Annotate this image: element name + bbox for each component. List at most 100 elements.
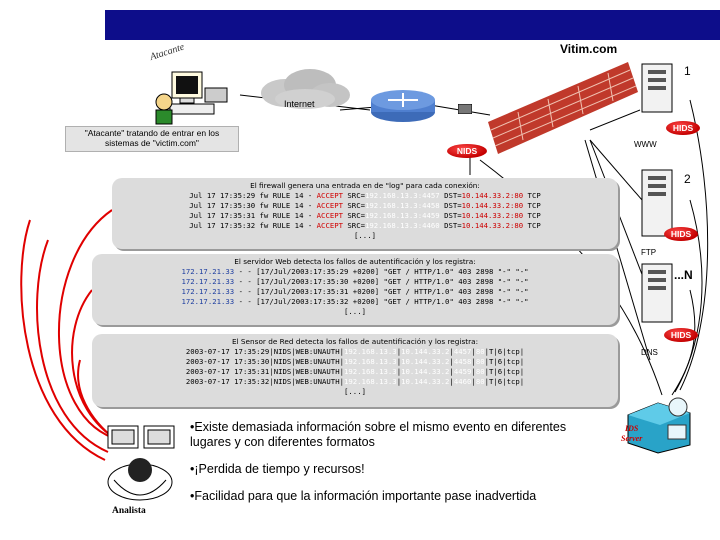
log-text: SRC= bbox=[343, 211, 365, 220]
server-icon bbox=[641, 63, 673, 113]
log-text: - - [17/Jul/2003:17:35:32 +0200] "GET / … bbox=[234, 297, 529, 306]
log-text: 2003-07-17 17:35:29|NIDS|WEB:UNAUTH| bbox=[185, 347, 344, 356]
log-text: Jul 17 17:35:31 fw RULE 14 - bbox=[189, 211, 317, 220]
dst-ip: 10.144.33.2:80 bbox=[461, 221, 524, 230]
dst-ip: 10.144.33.2:80 bbox=[461, 211, 524, 220]
bullet-item: •Existe demasiada información sobre el m… bbox=[190, 420, 567, 449]
router-icon bbox=[371, 90, 435, 122]
firewall-icon bbox=[488, 62, 638, 154]
log-text: | bbox=[471, 367, 476, 376]
nids-log-line: 2003-07-17 17:35:30|NIDS|WEB:UNAUTH|192.… bbox=[92, 357, 618, 367]
log-text: | bbox=[471, 347, 476, 356]
link-firewall-n bbox=[589, 139, 651, 296]
log-text: |T|6|tcp| bbox=[484, 367, 525, 376]
ids-server-label: IDS Server bbox=[621, 424, 642, 444]
ids-server-icon bbox=[627, 397, 691, 454]
accept-text: ACCEPT bbox=[316, 191, 344, 200]
log-text: 2003-07-17 17:35:32|NIDS|WEB:UNAUTH| bbox=[185, 377, 344, 386]
firewall-log-line: Jul 17 17:35:29 fw RULE 14 - ACCEPT SRC=… bbox=[112, 191, 618, 201]
log-text: |T|6|tcp| bbox=[484, 347, 525, 356]
web-log-line: 172.17.21.33 - - [17/Jul/2003:17:35:29 +… bbox=[92, 267, 618, 277]
client-ip: 172.17.21.33 bbox=[181, 287, 235, 296]
analista-label: Analista bbox=[112, 506, 146, 516]
computer-icon bbox=[155, 71, 228, 125]
red-arrow-mid bbox=[36, 239, 109, 453]
dst-port: 80 bbox=[475, 347, 485, 356]
src-ip: 192.168.13.3:4458 bbox=[364, 201, 440, 210]
accept-text: ACCEPT bbox=[316, 211, 344, 220]
dst-ip: 10.144.33.2 bbox=[401, 367, 450, 376]
log-text: |T|6|tcp| bbox=[484, 377, 525, 386]
log-text: DST= bbox=[439, 211, 462, 220]
arrow-www-ids bbox=[679, 99, 709, 391]
ftp-label: FTP bbox=[641, 248, 657, 257]
log-text: 2003-07-17 17:35:30|NIDS|WEB:UNAUTH| bbox=[185, 357, 344, 366]
accept-text: ACCEPT bbox=[316, 201, 344, 210]
nids-log-line: 2003-07-17 17:35:32|NIDS|WEB:UNAUTH|192.… bbox=[92, 377, 618, 387]
web-log-line: 172.17.21.33 - - [17/Jul/2003:17:35:30 +… bbox=[92, 277, 618, 287]
src-ip: 192.168.13.3:4459 bbox=[364, 211, 440, 220]
attacker-note: "Atacante" tratando de entrar en los sis… bbox=[65, 126, 239, 152]
log-text: DST= bbox=[439, 221, 462, 230]
dst-port: 80 bbox=[475, 367, 485, 376]
src-ip: 192.168.13.3 bbox=[343, 347, 397, 356]
nids-badge: NIDS bbox=[447, 144, 487, 158]
dns-label: DNS bbox=[641, 348, 658, 357]
firewall-log-line: Jul 17 17:35:31 fw RULE 14 - ACCEPT SRC=… bbox=[112, 211, 618, 221]
cloud-icon bbox=[261, 69, 350, 109]
accept-text: ACCEPT bbox=[316, 221, 344, 230]
top-banner bbox=[105, 10, 720, 40]
src-ip: 192.168.13.3 bbox=[343, 377, 397, 386]
hub-icon bbox=[458, 104, 472, 114]
log-text: 2003-07-17 17:35:31|NIDS|WEB:UNAUTH| bbox=[185, 367, 344, 376]
nids-log-box: El Sensor de Red detecta los fallos de a… bbox=[92, 334, 618, 407]
internet-label: Internet bbox=[284, 99, 315, 109]
log-text: DST= bbox=[439, 201, 462, 210]
link-firewall-dns bbox=[584, 139, 651, 361]
log-text: | bbox=[449, 357, 454, 366]
ids-server-label-line1: IDS bbox=[624, 424, 639, 433]
src-ip: 192.168.13.3:4460 bbox=[364, 221, 440, 230]
firewall-log-line: Jul 17 17:35:32 fw RULE 14 - ACCEPT SRC=… bbox=[112, 221, 618, 231]
log-text: TCP bbox=[523, 211, 541, 220]
web-log-ellipsis: [...] bbox=[344, 307, 366, 316]
src-port: 4460 bbox=[453, 377, 472, 386]
nids-log-line: 2003-07-17 17:35:31|NIDS|WEB:UNAUTH|192.… bbox=[92, 367, 618, 377]
www-label: WWW bbox=[634, 140, 657, 149]
src-port: 4458 bbox=[453, 357, 472, 366]
log-text: | bbox=[471, 377, 476, 386]
nids-log-header: El Sensor de Red detecta los fallos de a… bbox=[231, 337, 479, 346]
log-text: Jul 17 17:35:32 fw RULE 14 - bbox=[189, 221, 317, 230]
arrow-n-ids bbox=[671, 289, 696, 396]
src-ip: 192.168.13.3 bbox=[343, 357, 397, 366]
log-text: SRC= bbox=[343, 221, 365, 230]
log-text: SRC= bbox=[343, 201, 365, 210]
red-arrow-outer bbox=[20, 219, 106, 461]
firewall-log-box: El firewall genera una entrada en de "lo… bbox=[112, 178, 618, 249]
site-title: Vitim.com bbox=[560, 42, 618, 56]
log-text: | bbox=[449, 367, 454, 376]
log-text: - - [17/Jul/2003:17:35:30 +0200] "GET / … bbox=[234, 277, 529, 286]
ids-server-label-line2: Server bbox=[621, 434, 643, 443]
firewall-log-line: Jul 17 17:35:30 fw RULE 14 - ACCEPT SRC=… bbox=[112, 201, 618, 211]
client-ip: 172.17.21.33 bbox=[181, 277, 235, 286]
analyst-icon bbox=[107, 425, 175, 501]
web-log-box: El servidor Web detecta los fallos de au… bbox=[92, 254, 618, 325]
attacker-note-line1: "Atacante" tratando de entrar en los bbox=[84, 128, 220, 138]
log-text: - - [17/Jul/2003:17:35:31 +0200] "GET / … bbox=[234, 287, 529, 296]
client-ip: 172.17.21.33 bbox=[181, 297, 235, 306]
log-text: | bbox=[396, 357, 402, 366]
server-icon bbox=[641, 169, 673, 237]
firewall-log-ellipsis: [...] bbox=[354, 231, 376, 240]
log-text: | bbox=[396, 377, 402, 386]
log-text: | bbox=[449, 347, 454, 356]
nids-log-ellipsis: [...] bbox=[344, 387, 366, 396]
log-text: | bbox=[449, 377, 454, 386]
bullet-item: •¡Perdida de tiempo y recursos! bbox=[190, 462, 365, 476]
src-ip: 192.168.13.3:4457 bbox=[364, 191, 440, 200]
log-text: SRC= bbox=[343, 191, 365, 200]
hids-badge-1: HIDS bbox=[666, 121, 700, 135]
web-log-line: 172.17.21.33 - - [17/Jul/2003:17:35:32 +… bbox=[92, 297, 618, 307]
log-text: TCP bbox=[523, 221, 541, 230]
log-text: | bbox=[396, 347, 402, 356]
